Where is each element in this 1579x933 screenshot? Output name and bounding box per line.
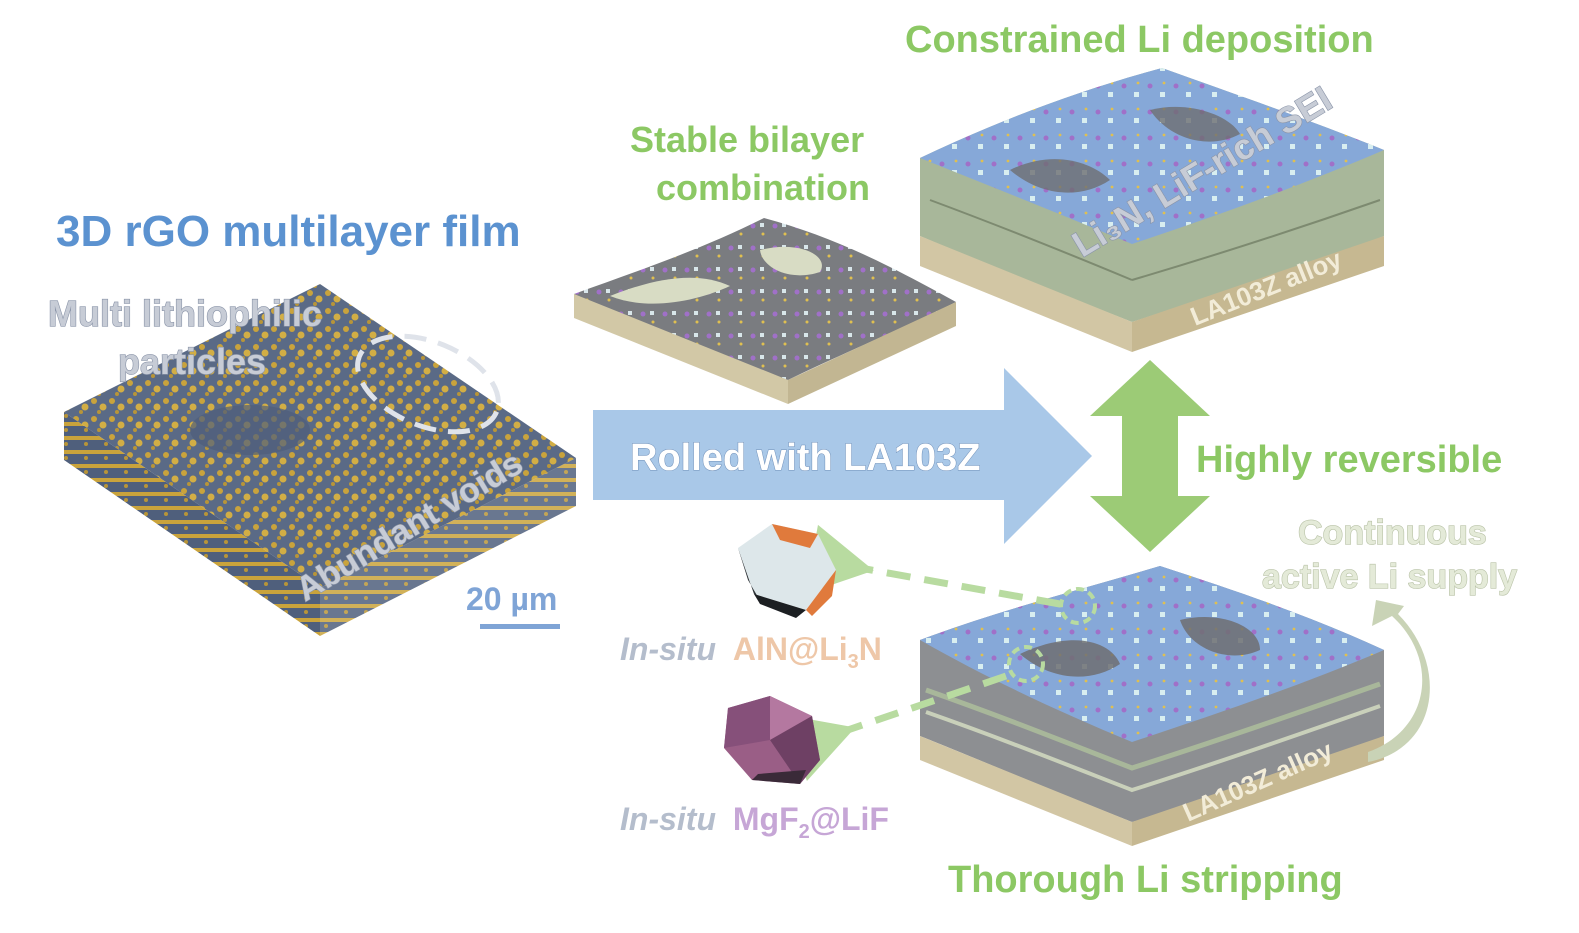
mgf2-label: In-situ MgF2@LiF (620, 801, 889, 843)
rolled-arrow (593, 368, 1092, 544)
supply-curve-arrow (1368, 600, 1430, 762)
bilayer-label-line2: combination (656, 167, 870, 208)
rolled-arrow-label: Rolled with LA103Z (630, 437, 980, 479)
rgo-film-block (64, 284, 576, 636)
reversible-arrow (1090, 360, 1210, 552)
stripping-block (920, 566, 1384, 846)
mgf2-particle-icon (724, 696, 820, 784)
aln-label: In-situ AlN@Li3N (620, 631, 882, 673)
particles-label-line1: Multi lithiophilic (48, 293, 322, 334)
supply-label-line2: active Li supply (1262, 558, 1517, 596)
bilayer-label-line1: Stable bilayer (630, 119, 864, 160)
aln-site-marker (1059, 587, 1097, 625)
particles-label-line2: particles (118, 341, 266, 382)
scale-bar-label: 20 µm (466, 581, 557, 617)
mgf-dashed-arrow (784, 672, 1008, 781)
supply-label-line1: Continuous (1298, 514, 1487, 552)
deposition-title: Constrained Li deposition (905, 19, 1374, 61)
left-title: 3D rGO multilayer film (56, 207, 521, 256)
reversible-label: Highly reversible (1196, 439, 1502, 481)
aln-particle-icon (738, 524, 836, 618)
particles-highlight-circle (355, 333, 501, 435)
deposition-block (920, 68, 1384, 352)
aln-dashed-arrow (805, 524, 1061, 608)
mgf-site-marker (1007, 645, 1045, 683)
stripping-title: Thorough Li stripping (948, 859, 1343, 901)
scale-bar (480, 624, 560, 629)
bilayer-block (574, 218, 956, 404)
